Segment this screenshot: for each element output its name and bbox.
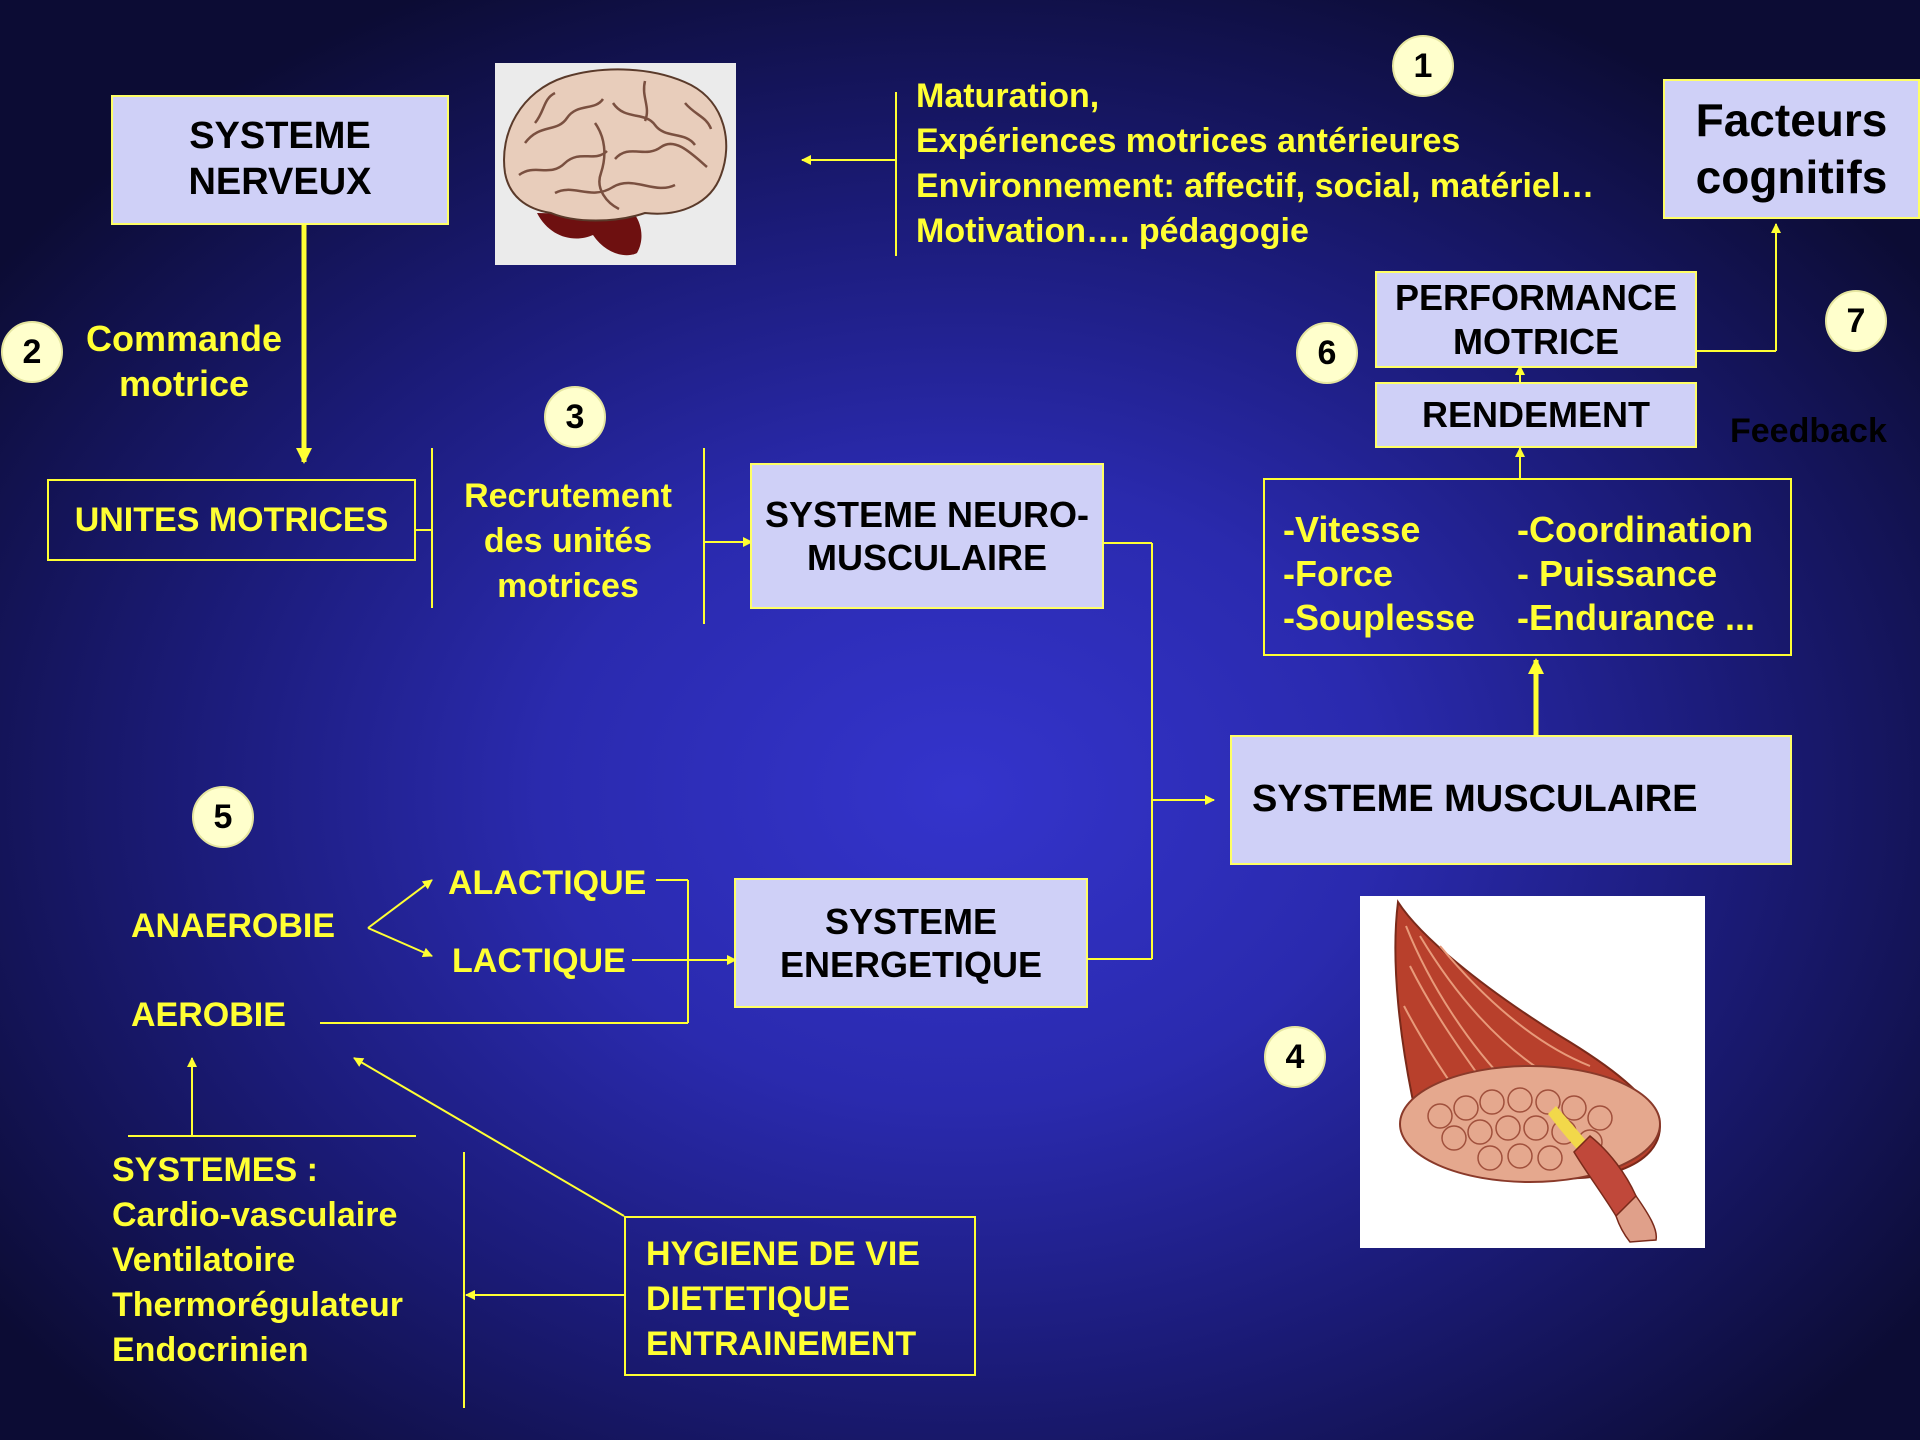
quality-item: - Puissance xyxy=(1517,552,1755,596)
step-2-badge: 2 xyxy=(1,321,63,383)
muscle-cross-section-icon xyxy=(1360,896,1705,1248)
alactique-label: ALACTIQUE xyxy=(448,862,646,905)
systemes-item: Thermorégulateur xyxy=(112,1283,403,1328)
systeme-nerveux-box: SYSTEME NERVEUX xyxy=(111,95,449,225)
step-5-badge: 5 xyxy=(192,786,254,848)
systemes-item: Endocrinien xyxy=(112,1328,403,1373)
anaerobie-label: ANAEROBIE xyxy=(131,905,335,948)
quality-item: -Souplesse xyxy=(1283,596,1475,640)
quality-item: -Force xyxy=(1283,552,1475,596)
factor-item: Expériences motrices antérieures xyxy=(916,119,1594,164)
feedback-label: Feedback xyxy=(1730,412,1887,451)
systemes-item: Ventilatoire xyxy=(112,1238,403,1283)
systeme-energetique-box: SYSTEME ENERGETIQUE xyxy=(734,878,1088,1008)
qualities-left-column: -Vitesse -Force -Souplesse xyxy=(1283,508,1475,640)
quality-item: -Vitesse xyxy=(1283,508,1475,552)
step-7-badge: 7 xyxy=(1825,290,1887,352)
step-3-badge: 3 xyxy=(544,386,606,448)
aerobie-label: AEROBIE xyxy=(131,994,286,1037)
factor-item: Motivation…. pédagogie xyxy=(916,209,1594,254)
systemes-list: SYSTEMES : Cardio-vasculaire Ventilatoir… xyxy=(112,1148,403,1373)
hygiene-line: HYGIENE DE VIE xyxy=(646,1232,974,1277)
unites-motrices-box: UNITES MOTRICES xyxy=(47,479,416,561)
factors-list: Maturation, Expériences motrices antérie… xyxy=(916,74,1594,254)
rendement-box: RENDEMENT xyxy=(1375,382,1697,448)
systeme-musculaire-box: SYSTEME MUSCULAIRE xyxy=(1230,735,1792,865)
facteurs-cognitifs-box: Facteurs cognitifs xyxy=(1663,79,1920,219)
hygiene-box: HYGIENE DE VIE DIETETIQUE ENTRAINEMENT xyxy=(624,1216,976,1376)
qualities-box: -Vitesse -Force -Souplesse -Coordination… xyxy=(1263,478,1792,656)
quality-item: -Coordination xyxy=(1517,508,1755,552)
step-4-badge: 4 xyxy=(1264,1026,1326,1088)
quality-item: -Endurance ... xyxy=(1517,596,1755,640)
systemes-item: SYSTEMES : xyxy=(112,1148,403,1193)
commande-motrice-label: Commande motrice xyxy=(76,316,292,406)
factor-item: Maturation, xyxy=(916,74,1594,119)
performance-motrice-box: PERFORMANCE MOTRICE xyxy=(1375,271,1697,368)
hygiene-line: ENTRAINEMENT xyxy=(646,1322,974,1367)
hygiene-line: DIETETIQUE xyxy=(646,1277,974,1322)
brain-icon xyxy=(495,63,736,265)
step-6-badge: 6 xyxy=(1296,322,1358,384)
systeme-neuro-musculaire-box: SYSTEME NEURO-MUSCULAIRE xyxy=(750,463,1104,609)
qualities-right-column: -Coordination - Puissance -Endurance ... xyxy=(1517,508,1755,640)
lactique-label: LACTIQUE xyxy=(452,940,626,983)
recrutement-label: Recrutement des unités motrices xyxy=(440,474,696,609)
systemes-item: Cardio-vasculaire xyxy=(112,1193,403,1238)
factor-item: Environnement: affectif, social, matérie… xyxy=(916,164,1594,209)
